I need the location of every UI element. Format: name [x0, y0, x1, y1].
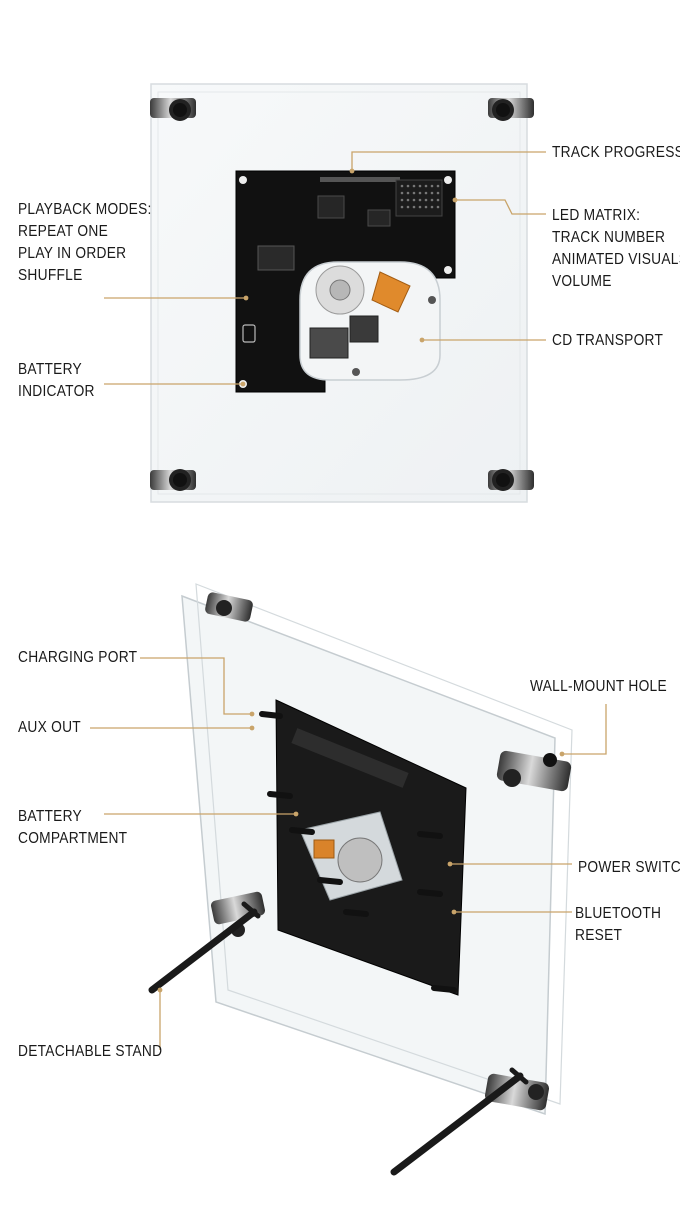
label-power-switch: POWER SWITCH	[578, 857, 680, 879]
front-standoff-br	[488, 469, 534, 491]
label-battery-indicator: BATTERY INDICATOR	[18, 359, 95, 403]
label-cd-transport: CD TRANSPORT	[552, 330, 663, 352]
label-playback-modes-line-3: PLAY IN ORDER	[18, 245, 127, 262]
back-standoff-tr	[496, 750, 572, 792]
label-led-matrix-line-4: VOLUME	[552, 273, 612, 290]
back-standoff-br	[484, 1073, 550, 1111]
label-track-progress-line-1: TRACK PROGRESS	[552, 144, 680, 161]
label-aux-out-line-1: AUX OUT	[18, 719, 81, 736]
label-charging-port-line-1: CHARGING PORT	[18, 649, 138, 666]
label-led-matrix-line-2: TRACK NUMBER	[552, 229, 666, 246]
label-wall-mount-hole-line-1: WALL-MOUNT HOLE	[530, 678, 667, 695]
leader-track-progress	[351, 151, 546, 171]
front-board-hole-1	[239, 176, 247, 184]
label-charging-port: CHARGING PORT	[18, 647, 137, 669]
cd-transport-mechanism	[299, 261, 441, 381]
back-acrylic-panel-rear	[195, 583, 573, 1105]
label-playback-modes-line-2: REPEAT ONE	[18, 223, 109, 240]
track-progress-strip	[320, 177, 400, 182]
front-battery-icon	[242, 324, 256, 343]
label-power-switch-line-1: POWER SWITCH	[578, 859, 680, 876]
label-playback-modes-line-1: PLAYBACK MODES:	[18, 201, 152, 218]
label-led-matrix-line-1: LED MATRIX:	[552, 207, 641, 224]
label-battery-compartment-line-1: BATTERY	[18, 808, 83, 825]
callout-dots	[157, 168, 565, 993]
callout-lines	[90, 151, 607, 1050]
label-battery-compartment-line-2: COMPARTMENT	[18, 830, 128, 847]
label-bluetooth-reset-line-1: BLUETOOTH	[575, 905, 662, 922]
label-playback-modes: PLAYBACK MODES: REPEAT ONE PLAY IN ORDER…	[18, 199, 152, 287]
label-bluetooth-reset-line-2: RESET	[575, 927, 623, 944]
label-aux-out: AUX OUT	[18, 717, 81, 739]
front-chip-secondary	[317, 195, 345, 219]
detachable-stand-feet	[241, 901, 529, 1085]
label-playback-modes-line-4: SHUFFLE	[18, 267, 83, 284]
front-standoff-tr	[488, 98, 534, 121]
led-matrix-dots	[400, 184, 440, 209]
front-chip-third	[367, 209, 391, 227]
label-led-matrix-line-3: ANIMATED VISUALS	[552, 251, 680, 268]
detachable-stand-rods	[148, 908, 524, 1176]
label-battery-compartment: BATTERY COMPARTMENT	[18, 806, 127, 850]
back-board-slot	[291, 728, 409, 788]
leader-led-matrix	[455, 199, 546, 215]
label-battery-indicator-line-1: BATTERY	[18, 361, 83, 378]
leader-charging-port	[140, 657, 252, 715]
front-board-hole-4	[444, 266, 452, 274]
back-view-figure	[148, 583, 573, 1176]
back-mount-pins	[259, 711, 457, 993]
front-chip-main	[257, 245, 295, 271]
label-track-progress: TRACK PROGRESS	[552, 142, 680, 164]
label-bluetooth-reset: BLUETOOTH RESET	[575, 903, 661, 947]
label-detachable-stand-line-1: DETACHABLE STAND	[18, 1043, 163, 1060]
front-board-hole-2	[444, 176, 452, 184]
label-wall-mount-hole: WALL-MOUNT HOLE	[530, 676, 667, 698]
front-standoff-bl	[150, 469, 196, 491]
front-view-figure	[150, 83, 534, 503]
label-cd-transport-line-1: CD TRANSPORT	[552, 332, 664, 349]
label-battery-indicator-line-2: INDICATOR	[18, 383, 95, 400]
front-acrylic-edge	[157, 91, 521, 495]
led-matrix-display	[395, 179, 443, 217]
leader-wall-mount-hole	[562, 704, 607, 755]
label-detachable-stand: DETACHABLE STAND	[18, 1041, 162, 1063]
back-standoff-tl	[205, 592, 253, 622]
label-led-matrix: LED MATRIX: TRACK NUMBER ANIMATED VISUAL…	[552, 205, 680, 293]
front-standoff-tl	[150, 98, 196, 121]
